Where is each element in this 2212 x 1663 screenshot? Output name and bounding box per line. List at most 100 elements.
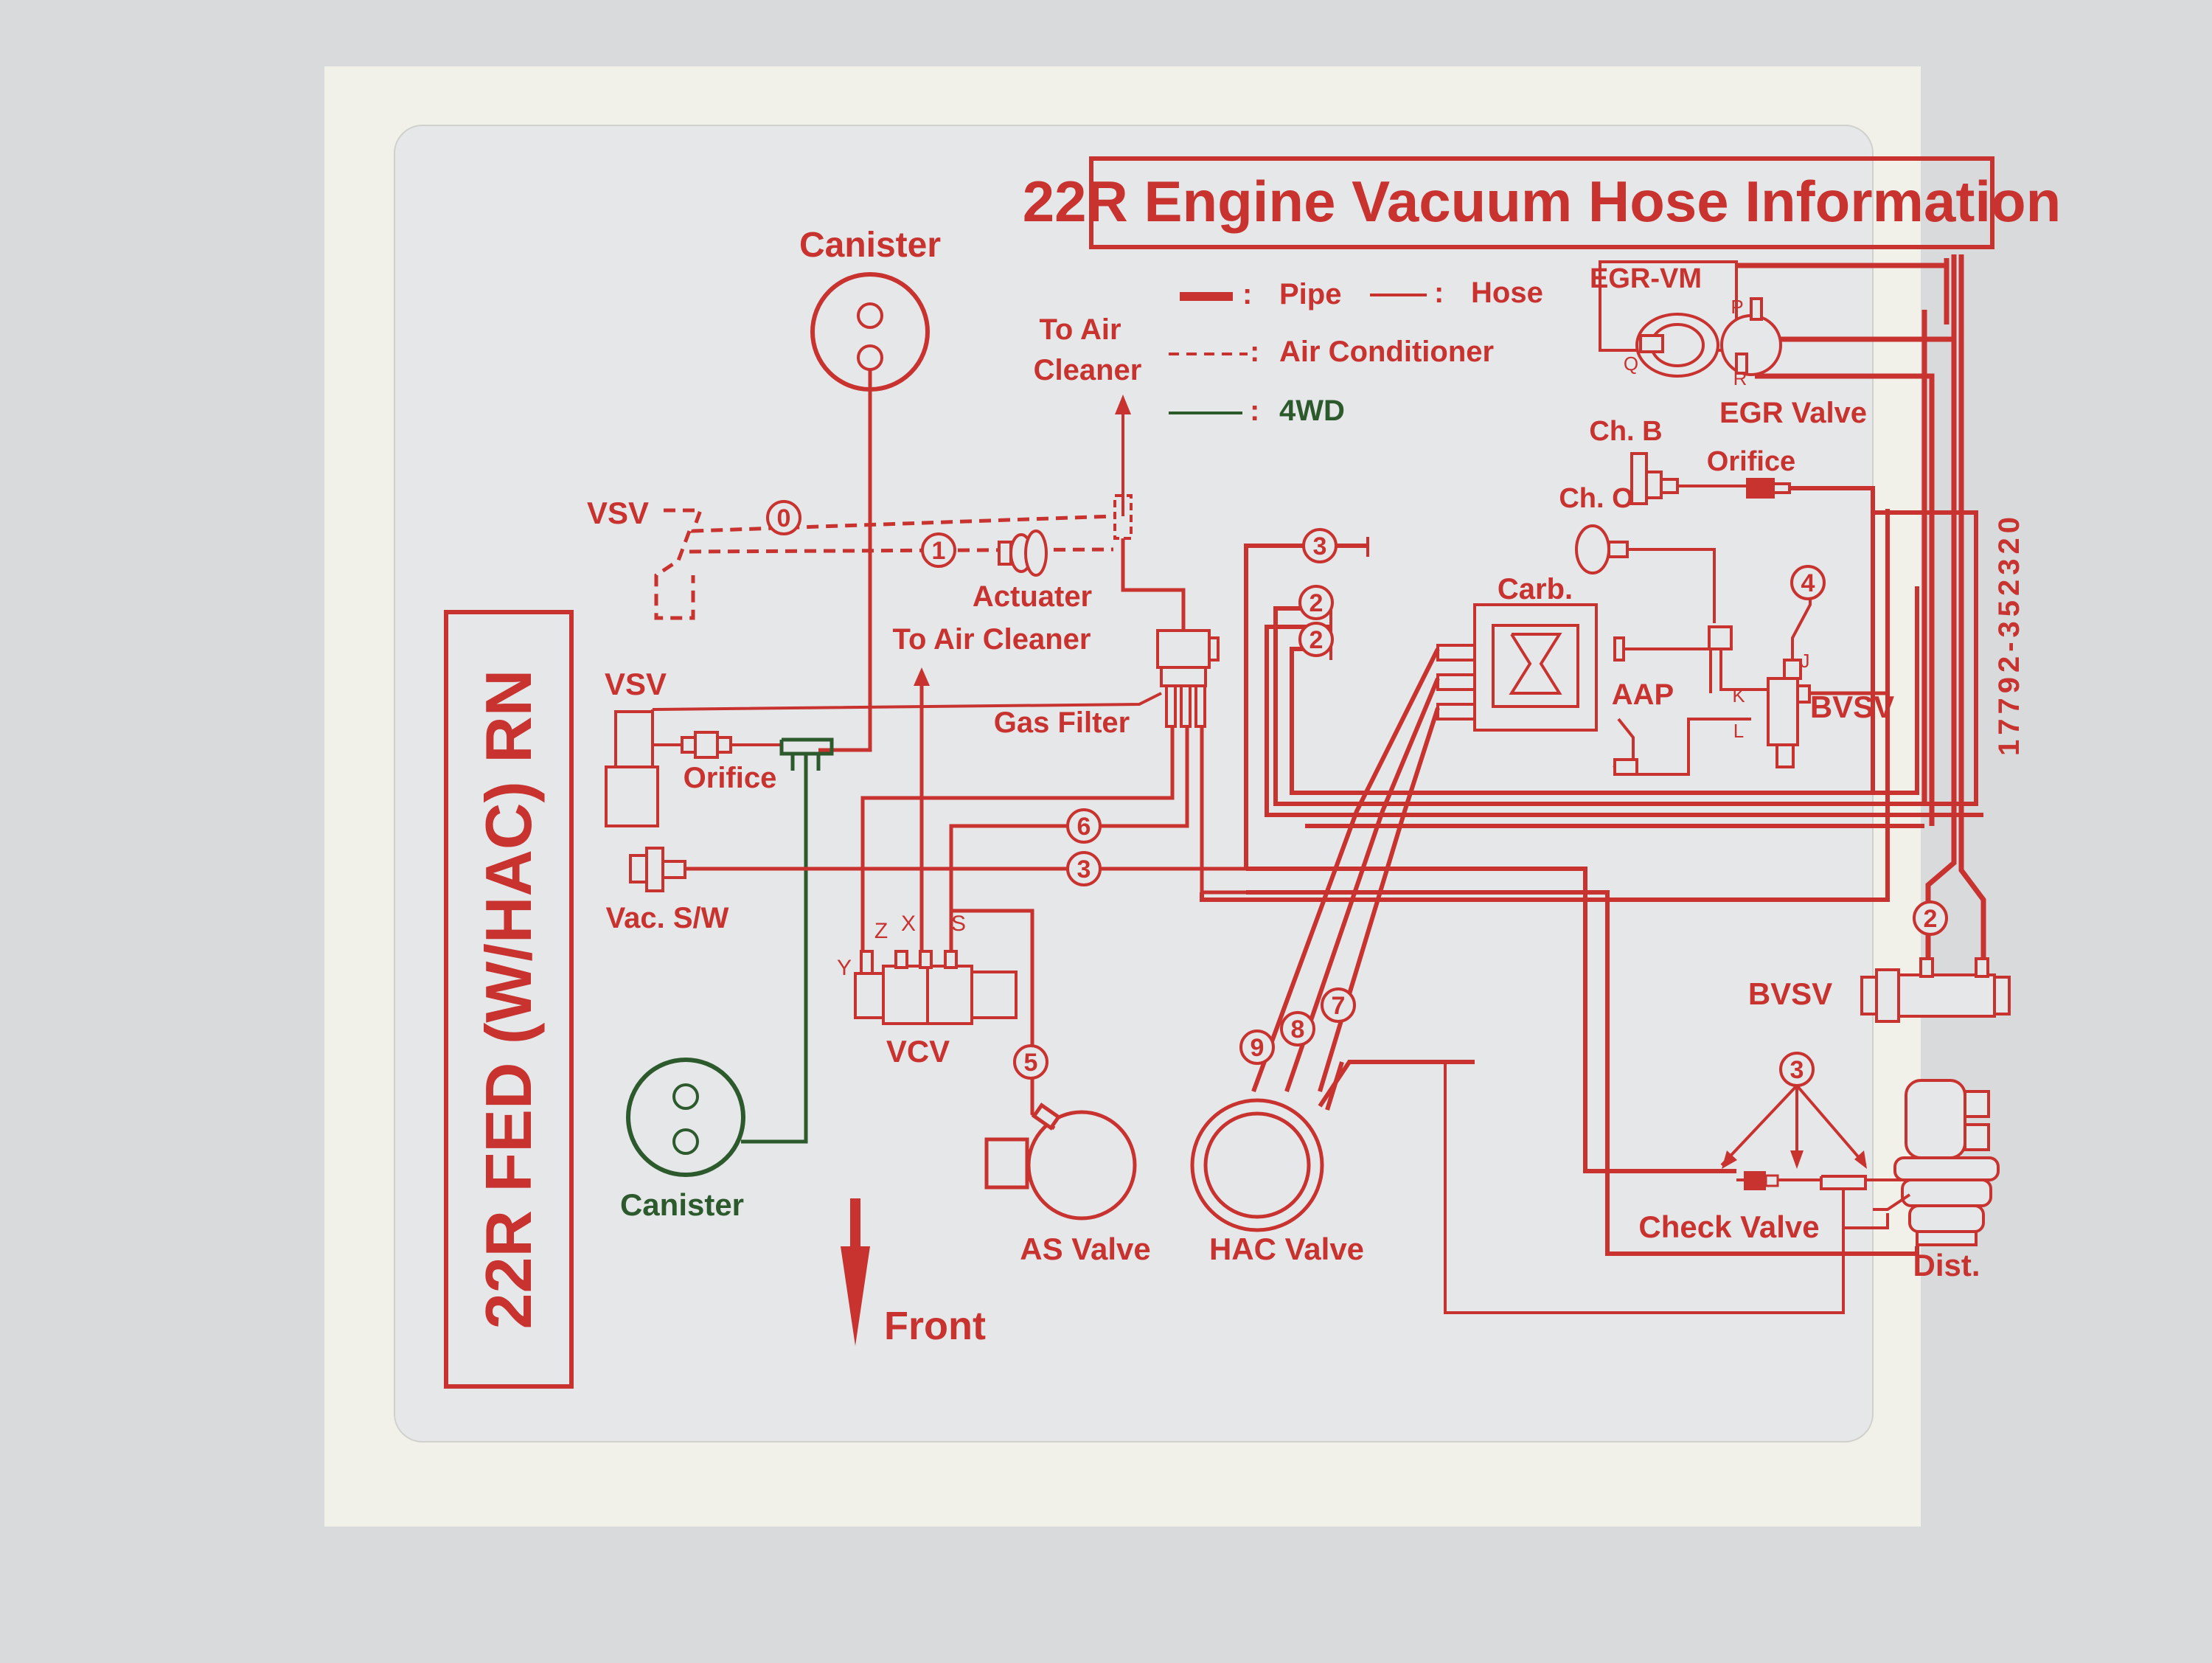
vcv-label: VCV	[886, 1034, 950, 1069]
ch-o-label: Ch. O	[1559, 483, 1633, 514]
svg-text:J: J	[1801, 650, 1810, 672]
part-number: 17792-352320	[1993, 513, 2025, 756]
svg-text:2: 2	[1924, 905, 1938, 933]
aap-area	[1575, 524, 1768, 776]
title-box: 22R Engine Vacuum Hose Information	[1023, 156, 2062, 249]
hose-number-1: 1	[921, 532, 956, 568]
svg-text:7: 7	[1332, 992, 1346, 1020]
carburetor	[1436, 603, 1598, 732]
egr-vm	[1599, 260, 1782, 378]
hose-number-3c: 3	[1779, 1052, 1815, 1087]
legend: : Pipe : Hose : Air Conditioner : 4WD	[1169, 277, 1543, 427]
side-title: 22R FED (W/HAC) RN	[472, 670, 545, 1330]
right-pipes	[1600, 254, 1986, 988]
vsv-mid	[605, 709, 682, 827]
svg-text:3: 3	[1077, 855, 1091, 883]
svg-text:K: K	[1732, 684, 1745, 706]
legend-pipe-label: Pipe	[1279, 278, 1341, 310]
svg-text:Z: Z	[874, 919, 888, 943]
distributor	[1873, 1079, 2000, 1246]
legend-ac-label: Air Conditioner	[1279, 336, 1494, 368]
to-air-cleaner-mid-label: To Air Cleaner	[893, 623, 1091, 656]
hose-number-2a: 2	[1298, 585, 1334, 620]
hose-number-3b: 3	[1066, 851, 1102, 886]
svg-text::: :	[1250, 336, 1259, 368]
side-title-box: 22R FED (W/HAC) RN	[444, 610, 574, 1389]
carb-label: Carb.	[1498, 573, 1573, 605]
hose-3-arrowheads	[1722, 1150, 1867, 1169]
bvsv-lower-label: BVSV	[1748, 976, 1832, 1011]
svg-text::: :	[1242, 278, 1252, 310]
hose-number-8: 8	[1280, 1011, 1315, 1046]
orifice-right	[1746, 478, 1791, 499]
title: 22R Engine Vacuum Hose Information	[1023, 169, 2062, 234]
svg-text::: :	[1250, 395, 1259, 427]
orifice-right-label: Orifice	[1707, 446, 1795, 477]
gas-filter-upper-hose	[1121, 538, 1186, 634]
orifice-left	[681, 731, 732, 759]
svg-text:4: 4	[1801, 569, 1815, 597]
check-valve	[1736, 1171, 1821, 1190]
hose-number-2c: 2	[1913, 900, 1948, 936]
hose-number-3a: 3	[1302, 528, 1338, 563]
egr-vm-label: EGR-VM	[1590, 263, 1702, 294]
bvsv-lower	[1860, 957, 2011, 1023]
vcv	[854, 950, 1018, 1025]
vsv-top-label: VSV	[587, 496, 649, 530]
hose-number-4: 4	[1790, 565, 1826, 600]
legend-hose-label: Hose	[1471, 277, 1543, 309]
hose-number-6: 6	[1066, 808, 1102, 844]
ch-port	[1630, 452, 1679, 505]
svg-text:0: 0	[777, 504, 791, 532]
svg-text:3: 3	[1313, 532, 1327, 560]
orifice-left-label: Orifice	[684, 762, 777, 794]
svg-text:1: 1	[932, 537, 946, 565]
actuater-label: Actuater	[973, 580, 1092, 613]
svg-text:S: S	[951, 912, 966, 936]
hose-number-5: 5	[1013, 1044, 1048, 1080]
hose-canister-to-tee	[818, 369, 872, 752]
gas-filter-label: Gas Filter	[994, 706, 1130, 739]
tee-right	[1444, 1062, 1910, 1314]
gas-filter	[1156, 629, 1220, 728]
as-valve-label: AS Valve	[1020, 1232, 1150, 1266]
actuater	[998, 530, 1048, 577]
ac-connector	[1113, 494, 1133, 540]
svg-text:3: 3	[1790, 1056, 1804, 1084]
svg-text:6: 6	[1077, 813, 1091, 841]
vac-sw-label: Vac. S/W	[606, 902, 729, 934]
to-air-cleaner-top-arrow	[1115, 395, 1131, 414]
tee-4wd	[741, 737, 834, 1144]
svg-text:8: 8	[1291, 1015, 1305, 1044]
svg-text:Y: Y	[837, 956, 852, 980]
ch-b-label: Ch. B	[1589, 416, 1662, 447]
hac-valve-label: HAC Valve	[1209, 1232, 1364, 1266]
hac-valve	[1190, 1098, 1324, 1232]
svg-text:P: P	[1731, 296, 1743, 318]
aap-label: AAP	[1612, 678, 1674, 711]
canister-bottom-label: Canister	[620, 1187, 744, 1222]
as-valve	[984, 1069, 1137, 1221]
hose-number-2b: 2	[1298, 622, 1334, 657]
dist-label: Dist.	[1913, 1248, 1980, 1282]
vsv-mid-label: VSV	[605, 667, 667, 701]
svg-text:L: L	[1733, 720, 1744, 742]
hose-number-0: 0	[766, 500, 801, 535]
hose-number-9: 9	[1239, 1030, 1275, 1065]
hose-number-badges: 0 1 3 2 2 4 6 3 5 9 8 7 2 3	[766, 500, 1948, 1087]
front-label: Front	[884, 1304, 986, 1348]
hose-vsv-to-gasfilter	[652, 692, 1162, 711]
svg-text:X: X	[901, 912, 916, 936]
svg-text:R: R	[1733, 367, 1747, 389]
to-air-cleaner-mid-arrow	[914, 667, 930, 686]
svg-text::: :	[1434, 277, 1444, 309]
svg-text:2: 2	[1310, 626, 1324, 654]
svg-text:5: 5	[1024, 1049, 1038, 1077]
to-air-cleaner-top-label-2: Cleaner	[1034, 354, 1142, 386]
legend-4wd-label: 4WD	[1279, 395, 1345, 427]
front-arrow	[841, 1198, 870, 1346]
to-air-cleaner-top-label-1: To Air	[1039, 313, 1121, 346]
bvsv-right-label: BVSV	[1810, 690, 1894, 724]
